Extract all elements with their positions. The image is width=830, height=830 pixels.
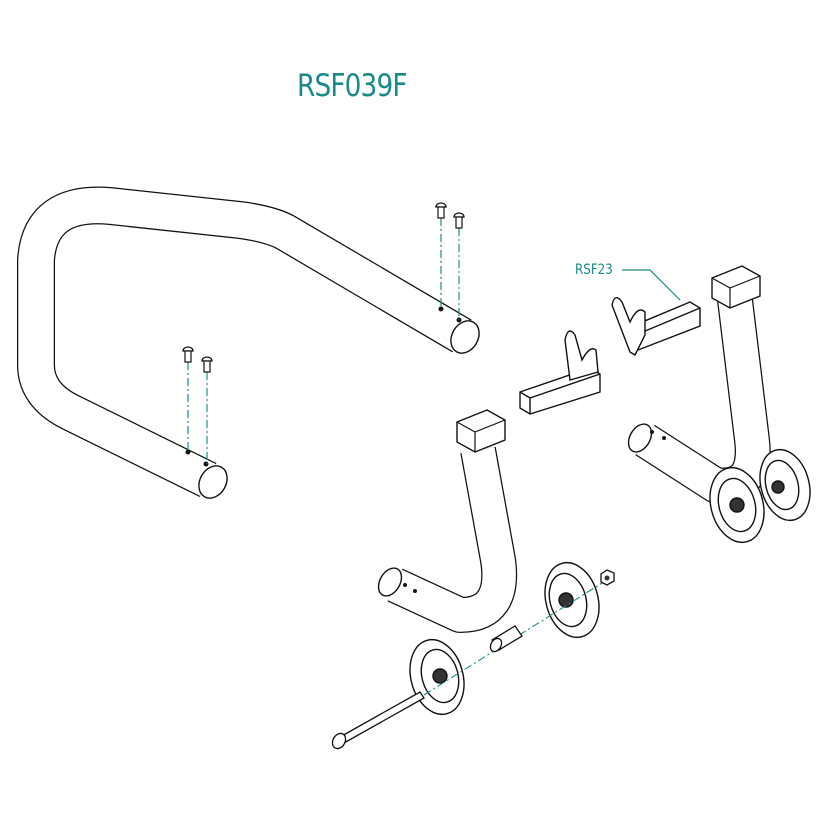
axle-line xyxy=(423,577,611,696)
bracket-rsf23 xyxy=(611,297,701,356)
wheels xyxy=(409,448,811,716)
wheel-rear-right xyxy=(759,448,811,522)
callout-leader xyxy=(622,269,681,301)
nut xyxy=(600,569,615,586)
wheel-rear-left xyxy=(709,466,765,544)
handlebar-tube xyxy=(17,186,480,499)
bracket-bar-left xyxy=(519,330,601,415)
handlebar-screws xyxy=(182,202,465,464)
left-stand-arm xyxy=(377,409,518,633)
wheel-front-right xyxy=(544,561,600,639)
spacer xyxy=(489,625,523,653)
callout-rsf23: RSF23 xyxy=(575,262,613,278)
right-stand-arm xyxy=(627,265,771,504)
part-number-title: RSF039F xyxy=(297,68,408,104)
axle-bolt xyxy=(331,691,425,750)
wheel-front-left xyxy=(409,638,465,716)
